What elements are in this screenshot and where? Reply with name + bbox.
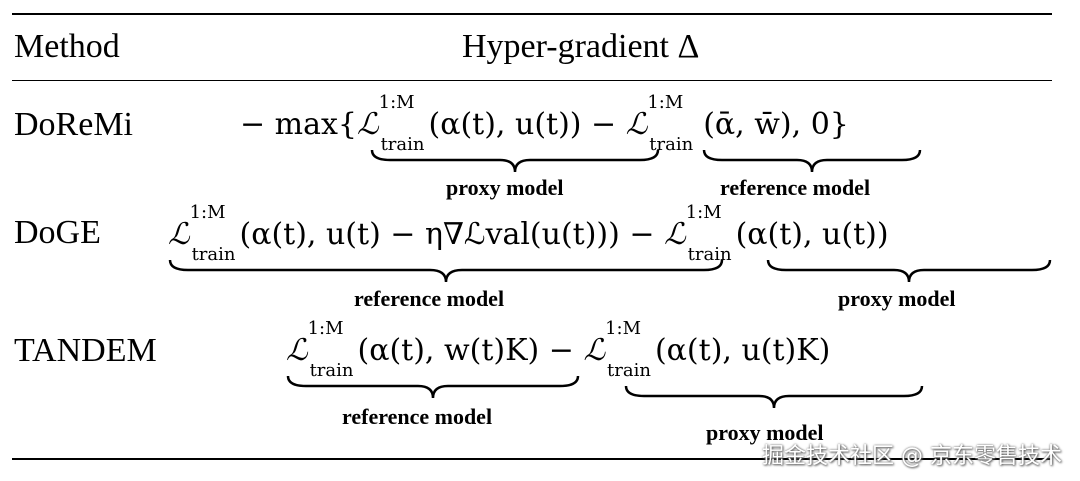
minus-sign: − <box>548 333 574 368</box>
brace-label-proxy-model: proxy model <box>838 286 956 311</box>
loss-scripts: 1:Mtrain <box>378 92 425 155</box>
minus-sign: − <box>629 217 655 252</box>
row-method-tandem: TANDEM <box>14 332 157 369</box>
brace-label-proxy-model: proxy model <box>706 420 824 445</box>
header-hyper-gradient: Hyper-gradient Δ <box>462 28 700 65</box>
formula-doge: ℒ1:Mtrain(α(t), u(t) − η∇ℒval(u(t))) − ℒ… <box>168 202 889 265</box>
loss-symbol: ℒ <box>664 217 686 252</box>
watermark-text: 掘金技术社区 @ 京东零售技术 <box>762 444 1062 469</box>
brace-label-reference-model: reference model <box>342 404 493 429</box>
loss-symbol: ℒ <box>357 107 379 142</box>
formula-args: (α(t), w(t)K) <box>357 333 540 368</box>
formula-args: (α(t), u(t)) <box>735 217 889 252</box>
underbrace-proxy <box>370 149 660 173</box>
top-rule <box>12 13 1052 15</box>
formula-args: (α(t), u(t)) <box>428 107 582 142</box>
formula-args: (α(t), u(t) − η∇ℒval(u(t))) <box>239 217 620 252</box>
underbrace-proxy <box>624 385 924 409</box>
brace-label-reference-model: reference model <box>720 175 871 200</box>
loss-scripts: 1:Mtrain <box>189 202 236 265</box>
loss-symbol: ℒ <box>583 333 606 368</box>
formula-args: (α(t), u(t)K) <box>654 333 831 368</box>
header-rule <box>12 80 1052 81</box>
underbrace-proxy <box>766 259 1052 283</box>
formula-tandem: ℒ1:Mtrain(α(t), w(t)K) − ℒ1:Mtrain(α(t),… <box>286 318 831 381</box>
loss-scripts: 1:Mtrain <box>307 318 354 381</box>
loss-scripts: 1:Mtrain <box>605 318 651 381</box>
brace-label-proxy-model: proxy model <box>446 175 564 200</box>
formula-prefix: − max{ <box>240 107 358 142</box>
loss-symbol: ℒ <box>625 107 648 142</box>
formula-suffix: , 0} <box>791 107 849 142</box>
loss-symbol: ℒ <box>286 333 308 368</box>
loss-scripts: 1:Mtrain <box>685 202 732 265</box>
minus-sign: − <box>591 107 617 142</box>
underbrace-reference <box>286 375 580 399</box>
loss-scripts: 1:Mtrain <box>647 92 694 155</box>
formula-doremi: − max{ℒ1:Mtrain(α(t), u(t)) − ℒ1:Mtrain(… <box>240 92 849 155</box>
underbrace-reference <box>702 149 922 173</box>
row-method-doge: DoGE <box>14 214 101 251</box>
loss-symbol: ℒ <box>168 217 190 252</box>
underbrace-reference <box>168 259 724 283</box>
formula-args: (ᾱ, w̄) <box>703 107 792 142</box>
header-method: Method <box>14 28 120 65</box>
bottom-rule <box>12 458 1052 460</box>
row-method-doremi: DoReMi <box>14 106 133 143</box>
brace-label-reference-model: reference model <box>354 286 505 311</box>
